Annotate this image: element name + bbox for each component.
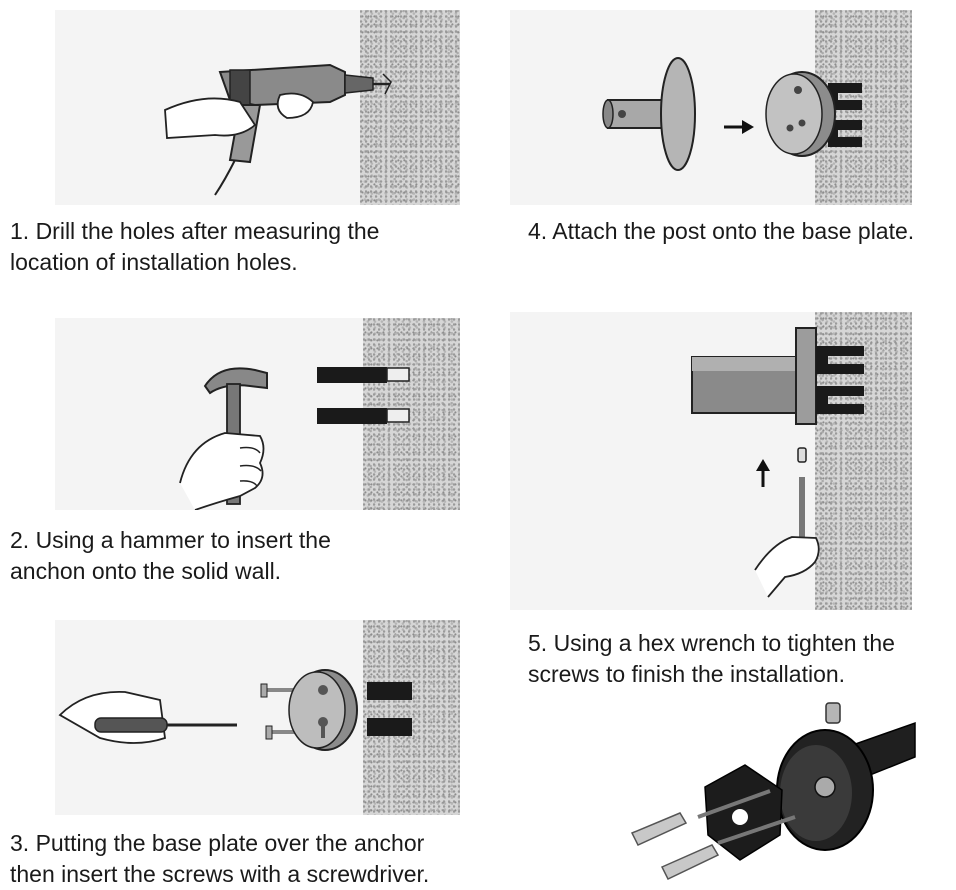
step-5-caption-line-2: screws to finish the installation. — [528, 661, 846, 687]
step-1-caption-line-2: location of installation holes. — [10, 249, 298, 275]
step-2-illustration — [55, 318, 460, 510]
step-3-caption-line-1: 3. Putting the base plate over the ancho… — [10, 830, 425, 856]
step-5-illustration — [510, 312, 912, 610]
hammer-icon — [179, 367, 410, 510]
step-1-illustration — [55, 10, 460, 205]
post-and-plate-icon — [602, 57, 862, 171]
drill-icon — [164, 63, 392, 196]
step-1-caption: 1. Drill the holes after measuring the l… — [10, 216, 379, 278]
step-3-caption-line-2: then insert the screws with a screwdrive… — [10, 861, 430, 887]
step-3-illustration — [55, 620, 460, 815]
arrow-up-icon — [756, 459, 770, 487]
wall-texture — [360, 10, 460, 205]
step-4-caption-line-1: 4. Attach the post onto the base plate. — [528, 218, 915, 244]
step-2-caption: 2. Using a hammer to insert the anchon o… — [10, 525, 331, 587]
base-plate-icon — [765, 71, 862, 157]
step-4-caption: 4. Attach the post onto the base plate. — [528, 216, 914, 247]
wall-texture — [815, 312, 912, 610]
step-1-caption-line-1: 1. Drill the holes after measuring the — [10, 218, 380, 244]
anchor-icon — [317, 367, 410, 424]
step-4-illustration — [510, 10, 912, 205]
step-5-caption-line-1: 5. Using a hex wrench to tighten the — [528, 630, 895, 656]
arrow-right-icon — [724, 120, 754, 134]
hardware-exploded-icon — [630, 702, 916, 880]
step-2-caption-line-1: 2. Using a hammer to insert the — [10, 527, 331, 553]
wall-texture — [363, 620, 460, 815]
hex-wrench-icon — [691, 327, 864, 598]
step-2-caption-line-2: anchon onto the solid wall. — [10, 558, 282, 584]
base-plate-icon — [288, 669, 358, 751]
screwdriver-icon — [58, 669, 412, 751]
step-3-caption: 3. Putting the base plate over the ancho… — [10, 828, 429, 890]
step-5-caption: 5. Using a hex wrench to tighten the scr… — [528, 628, 895, 690]
post-icon — [602, 57, 696, 171]
